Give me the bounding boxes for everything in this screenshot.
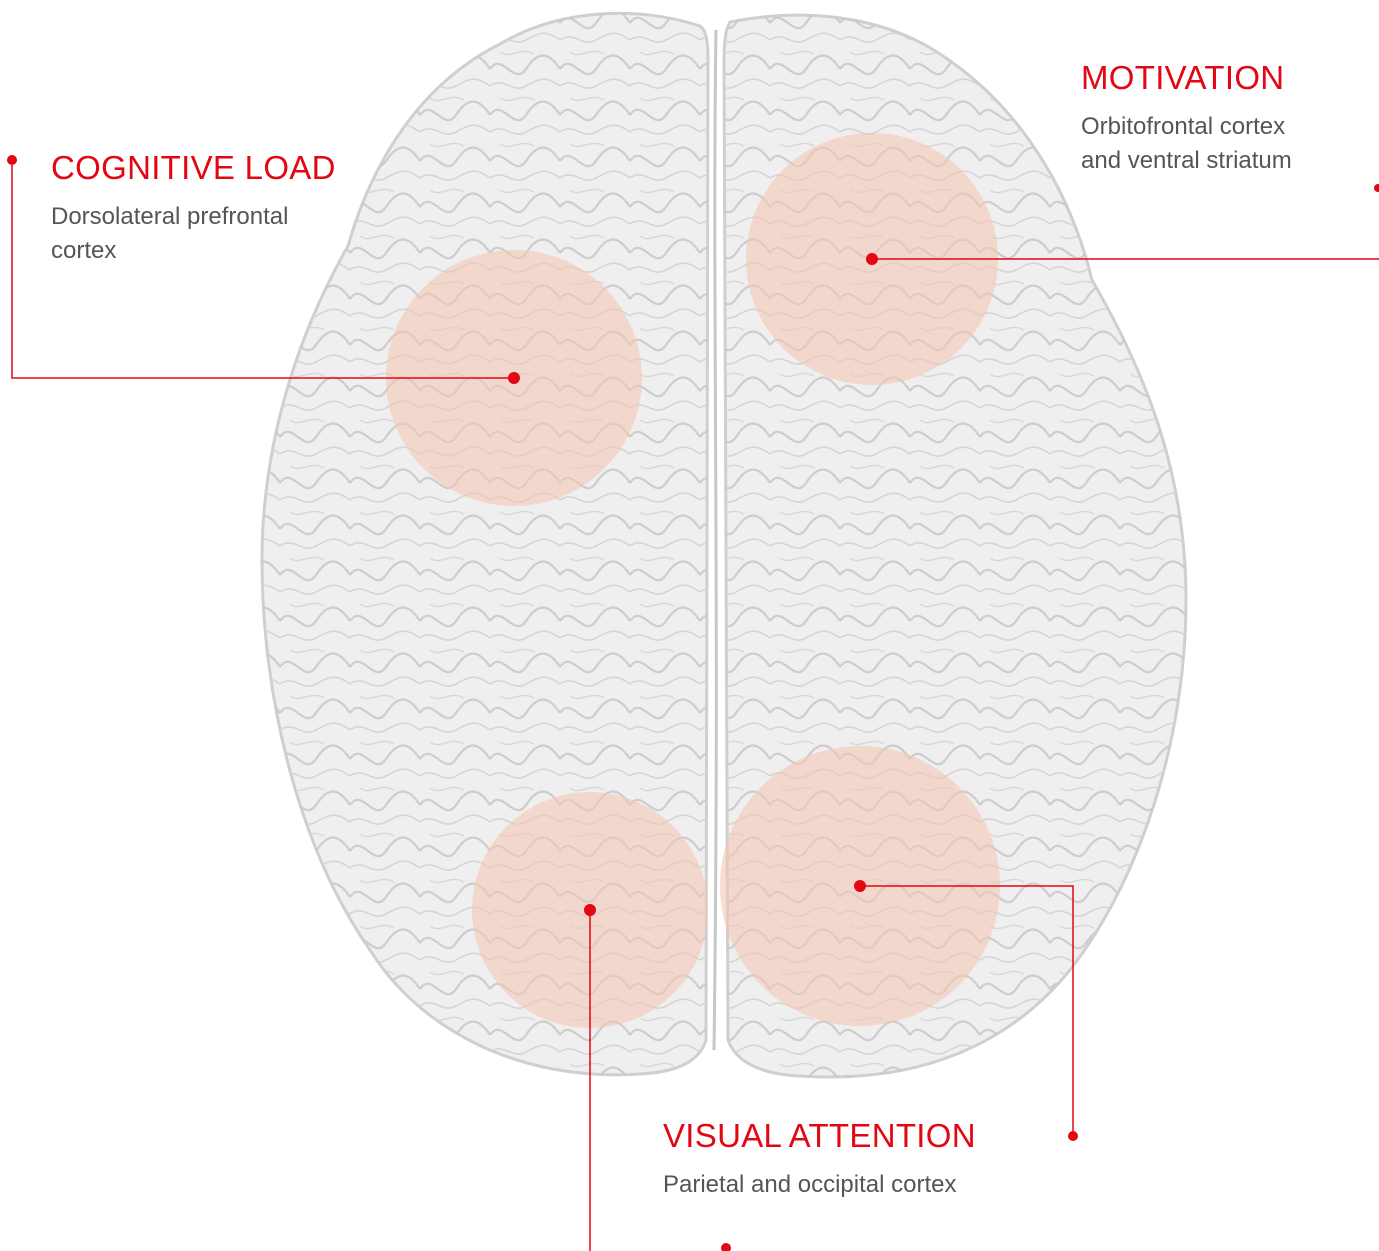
motivation-anchor-dot (1374, 184, 1379, 192)
visual-attention-region-dot-left (584, 904, 596, 916)
motivation-region-dot (866, 253, 878, 265)
visual-attention-anchor-dot-right (1068, 1131, 1078, 1141)
visual-attention-description: Parietal and occipital cortex (663, 1168, 976, 1202)
motivation-heading: MOTIVATION (1081, 58, 1292, 98)
motivation-desc-line-1: Orbitofrontal cortex (1081, 110, 1292, 144)
visual-attention-label: VISUAL ATTENTION Parietal and occipital … (663, 1116, 976, 1202)
visual-attention-region-dot-right (854, 880, 866, 892)
motivation-description: Orbitofrontal cortex and ventral striatu… (1081, 110, 1292, 178)
cognitive-load-description: Dorsolateral prefrontal cortex (51, 200, 336, 268)
cognitive-load-anchor-dot (7, 155, 17, 165)
cognitive-load-heading: COGNITIVE LOAD (51, 148, 336, 188)
cognitive-load-region-dot (508, 372, 520, 384)
visual-attention-anchor-dot-bottom (721, 1243, 731, 1251)
motivation-label: MOTIVATION Orbitofrontal cortex and vent… (1081, 58, 1292, 178)
cognitive-load-desc-line-2: cortex (51, 234, 336, 268)
visual-attention-desc-line-1: Parietal and occipital cortex (663, 1168, 976, 1202)
cognitive-load-label: COGNITIVE LOAD Dorsolateral prefrontal c… (51, 148, 336, 268)
longitudinal-fissure (714, 30, 716, 1050)
cognitive-load-desc-line-1: Dorsolateral prefrontal (51, 200, 336, 234)
motivation-desc-line-2: and ventral striatum (1081, 144, 1292, 178)
visual-attention-heading: VISUAL ATTENTION (663, 1116, 976, 1156)
